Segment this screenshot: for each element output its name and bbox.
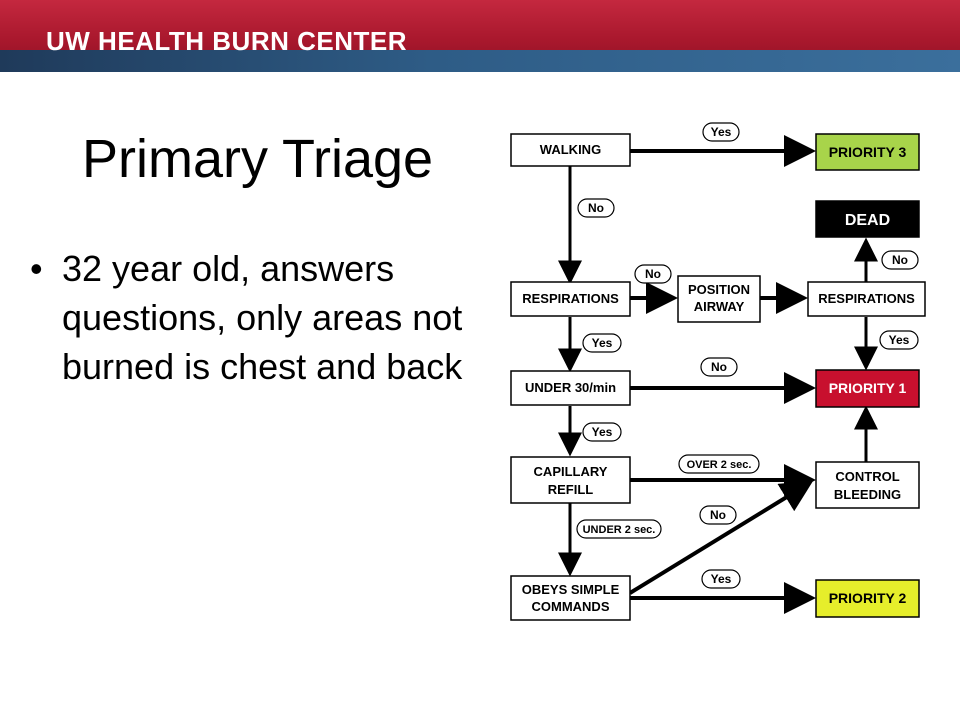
edge-label-capillary-under: UNDER 2 sec. (576, 519, 662, 539)
node-control-bleeding: CONTROL BLEEDING (815, 461, 920, 509)
flow-edges (558, 135, 878, 614)
node-control-bleeding-label-1: CONTROL (835, 469, 899, 484)
node-respirations-1-label: RESPIRATIONS (522, 291, 619, 306)
edge-label-capillary-over-text: OVER 2 sec. (687, 459, 752, 471)
edge-label-under30-no: No (700, 357, 738, 377)
header-title: UW HEALTH BURN CENTER (46, 26, 407, 56)
node-under30-label: UNDER 30/min (525, 380, 616, 395)
node-priority3-label: PRIORITY 3 (829, 144, 907, 160)
node-priority1: PRIORITY 1 (815, 369, 920, 408)
edge-label-under30-no-text: No (711, 360, 727, 374)
node-capillary-refill-label-1: CAPILLARY (534, 464, 608, 479)
edge-label-obeys-yes: Yes (701, 569, 741, 589)
node-walking: WALKING (510, 133, 631, 167)
node-respirations-2-label: RESPIRATIONS (818, 291, 915, 306)
node-control-bleeding-label-2: BLEEDING (834, 487, 901, 502)
node-obeys-commands: OBEYS SIMPLE COMMANDS (510, 575, 631, 621)
node-priority1-label: PRIORITY 1 (829, 380, 907, 396)
edge-label-capillary-over: OVER 2 sec. (678, 454, 760, 474)
slide-title: Primary Triage (82, 129, 434, 189)
edge-label-resp1-yes-text: Yes (592, 336, 613, 350)
node-position-airway: POSITION AIRWAY (677, 275, 761, 323)
node-obeys-commands-label-1: OBEYS SIMPLE (522, 582, 620, 597)
node-walking-label: WALKING (540, 142, 601, 157)
bullet-item: • 32 year old, answers questions, only ar… (28, 244, 478, 391)
node-priority2: PRIORITY 2 (815, 579, 920, 618)
node-dead: DEAD (815, 200, 920, 238)
bullet-icon: • (30, 248, 43, 289)
edge-label-capillary-under-text: UNDER 2 sec. (583, 524, 656, 536)
edge-label-walking-yes-text: Yes (711, 125, 732, 139)
header-band: UW HEALTH BURN CENTER (0, 0, 960, 72)
edge-label-obeys-no-text: No (710, 508, 726, 522)
edge-label-walking-yes: Yes (702, 122, 740, 142)
edge-label-resp1-no: No (634, 264, 672, 284)
node-priority3: PRIORITY 3 (815, 133, 920, 171)
edge-label-walking-no-text: No (588, 201, 604, 215)
header-swoosh (0, 50, 960, 72)
node-dead-label: DEAD (845, 212, 890, 229)
edge-label-under30-yes-text: Yes (592, 425, 613, 439)
edge-label-resp1-no-text: No (645, 267, 661, 281)
edge-label-obeys-yes-text: Yes (711, 572, 732, 586)
bullet-text: 32 year old, answers questions, only are… (62, 248, 463, 387)
node-priority2-label: PRIORITY 2 (829, 590, 907, 606)
node-obeys-commands-label-2: COMMANDS (532, 599, 610, 614)
edge-label-resp2-yes-text: Yes (889, 333, 910, 347)
edge-label-walking-no: No (577, 198, 615, 218)
edge-label-resp2-yes: Yes (879, 330, 919, 350)
node-respirations-1: RESPIRATIONS (510, 281, 631, 317)
node-under30: UNDER 30/min (510, 370, 631, 406)
edge-label-resp2-no-text: No (892, 253, 908, 267)
node-capillary-refill: CAPILLARY REFILL (510, 456, 631, 504)
node-respirations-2: RESPIRATIONS (807, 281, 926, 317)
node-position-airway-label-1: POSITION (688, 282, 750, 297)
edge-label-under30-yes: Yes (582, 422, 622, 442)
node-capillary-refill-label-2: REFILL (548, 482, 594, 497)
edge-obeys-control (628, 480, 814, 595)
edge-label-resp2-no: No (881, 250, 919, 270)
bullet-list: • 32 year old, answers questions, only ar… (28, 244, 478, 391)
edge-label-obeys-no: No (699, 505, 737, 525)
edge-label-resp1-yes: Yes (582, 333, 622, 353)
node-position-airway-label-2: AIRWAY (694, 299, 745, 314)
